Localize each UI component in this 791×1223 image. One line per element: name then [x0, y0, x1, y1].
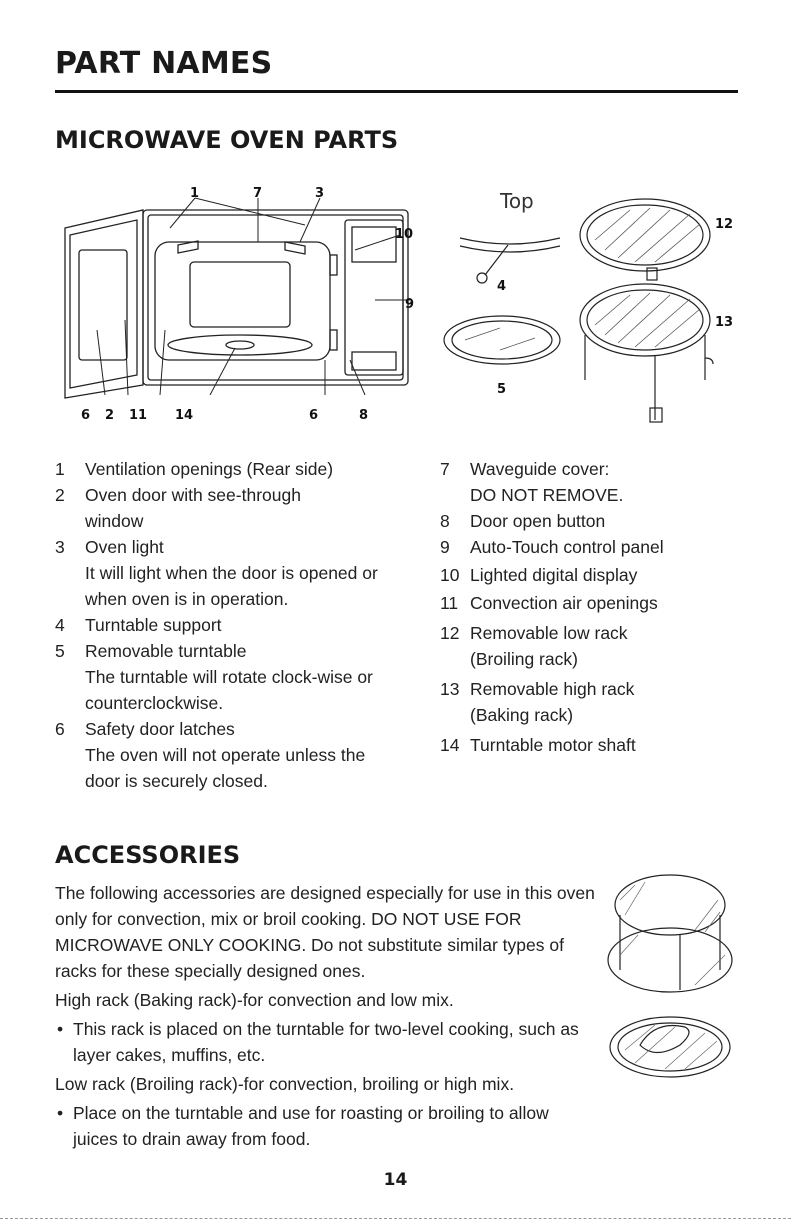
part-number: 9: [440, 537, 450, 557]
part-number: 14: [440, 735, 460, 755]
high-rack-text: High rack (Baking rack)-for convection a…: [55, 990, 454, 1010]
part-detail: (Baking rack): [470, 705, 574, 725]
high-rack-bullet: • This rack is placed on the turntable f…: [55, 1016, 595, 1068]
callout-6a: 6: [81, 408, 90, 423]
page-number: 14: [383, 1170, 408, 1190]
callout-11: 11: [129, 408, 147, 423]
part-number: 12: [440, 623, 460, 643]
callout-12: 12: [715, 217, 733, 232]
bullet-icon: •: [57, 1103, 64, 1123]
bullet-text: Place on the turntable and use for roast…: [73, 1103, 549, 1149]
parts-list-right: 7 Waveguide cover: DO NOT REMOVE. 8 Door…: [440, 456, 740, 758]
part-number: 6: [55, 719, 65, 739]
part-name: Ventilation openings (Rear side): [85, 459, 334, 479]
part-name: Lighted digital display: [470, 565, 638, 585]
part-number: 5: [55, 641, 65, 661]
part-name: Convection air openings: [470, 593, 658, 613]
section-title: MICROWAVE OVEN PARTS: [55, 126, 399, 154]
part-number: 10: [440, 565, 460, 585]
accessories-intro: The following accessories are designed e…: [55, 883, 595, 981]
part-detail: (Broiling rack): [470, 649, 578, 669]
low-rack-text: Low rack (Broiling rack)-for convection,…: [55, 1074, 515, 1094]
part-item: 3 Oven light It will light when the door…: [55, 534, 385, 612]
part-name: Turntable motor shaft: [470, 735, 636, 755]
parts-list-left: 1 Ventilation openings (Rear side) 2 Ove…: [55, 456, 395, 794]
part-detail: DO NOT REMOVE.: [470, 485, 624, 505]
part-number: 1: [55, 459, 65, 479]
page-title: PART NAMES: [55, 46, 273, 81]
callout-10: 10: [395, 227, 413, 242]
callout-14: 14: [175, 408, 193, 423]
footer-rule: [0, 1218, 791, 1220]
part-item: 1 Ventilation openings (Rear side): [55, 456, 395, 482]
part-number: 4: [55, 615, 65, 635]
low-rack-bullet: • Place on the turntable and use for roa…: [55, 1100, 595, 1152]
part-detail: The turntable will rotate clock-wise or …: [85, 667, 373, 713]
part-name: Turntable support: [85, 615, 222, 635]
part-name: Removable turntable: [85, 641, 247, 661]
part-name: Oven door with see-through window: [85, 485, 301, 531]
part-item: 8 Door open button: [440, 508, 740, 534]
part-name: Removable low rack: [470, 623, 628, 643]
part-item: 5 Removable turntable The turntable will…: [55, 638, 385, 716]
part-item: 12 Removable low rack (Broiling rack): [440, 620, 740, 672]
callout-7: 7: [253, 186, 262, 201]
part-item: 6 Safety door latches The oven will not …: [55, 716, 385, 794]
accessories-diagram: Top 4 5 12 13: [443, 189, 733, 423]
bullet-text: This rack is placed on the turntable for…: [73, 1019, 579, 1065]
callout-4: 4: [497, 279, 506, 294]
part-name: Oven light: [85, 537, 164, 557]
part-item: 7 Waveguide cover: DO NOT REMOVE.: [440, 456, 740, 508]
part-item: 10 Lighted digital display: [440, 562, 740, 588]
callout-9: 9: [405, 297, 414, 312]
part-item: 2 Oven door with see-through window: [55, 482, 345, 534]
part-name: Removable high rack: [470, 679, 635, 699]
part-number: 3: [55, 537, 65, 557]
high-rack-illustration: [607, 874, 733, 993]
low-rack-illustration: [609, 1016, 731, 1078]
part-name: Safety door latches: [85, 719, 235, 739]
part-name: Auto-Touch control panel: [470, 537, 664, 557]
title-rule: [55, 90, 738, 93]
part-detail: It will light when the door is opened or…: [85, 563, 378, 609]
part-item: 11 Convection air openings: [440, 590, 740, 616]
part-item: 9 Auto-Touch control panel: [440, 534, 740, 560]
part-number: 2: [55, 485, 65, 505]
callout-5: 5: [497, 382, 506, 397]
part-number: 7: [440, 459, 450, 479]
callout-2: 2: [105, 408, 114, 423]
top-label: Top: [499, 189, 534, 213]
accessories-text: The following accessories are designed e…: [55, 880, 595, 1152]
part-name: Door open button: [470, 511, 606, 531]
part-detail: The oven will not operate unless the doo…: [85, 745, 366, 791]
part-item: 13 Removable high rack (Baking rack): [440, 676, 740, 728]
callout-6b: 6: [309, 408, 318, 423]
part-number: 13: [440, 679, 460, 699]
part-item: 14 Turntable motor shaft: [440, 732, 740, 758]
callout-13: 13: [715, 315, 733, 330]
part-item: 4 Turntable support: [55, 612, 395, 638]
accessories-title: ACCESSORIES: [55, 841, 241, 869]
part-name: Waveguide cover:: [470, 459, 610, 479]
callout-8: 8: [359, 408, 368, 423]
part-number: 11: [440, 593, 459, 613]
callout-1: 1: [190, 186, 199, 201]
part-number: 8: [440, 511, 450, 531]
callout-3: 3: [315, 186, 324, 201]
microwave-diagram: 1 7 3 10 9 6 2 11 14 6 8: [64, 186, 414, 423]
bullet-icon: •: [57, 1019, 64, 1039]
